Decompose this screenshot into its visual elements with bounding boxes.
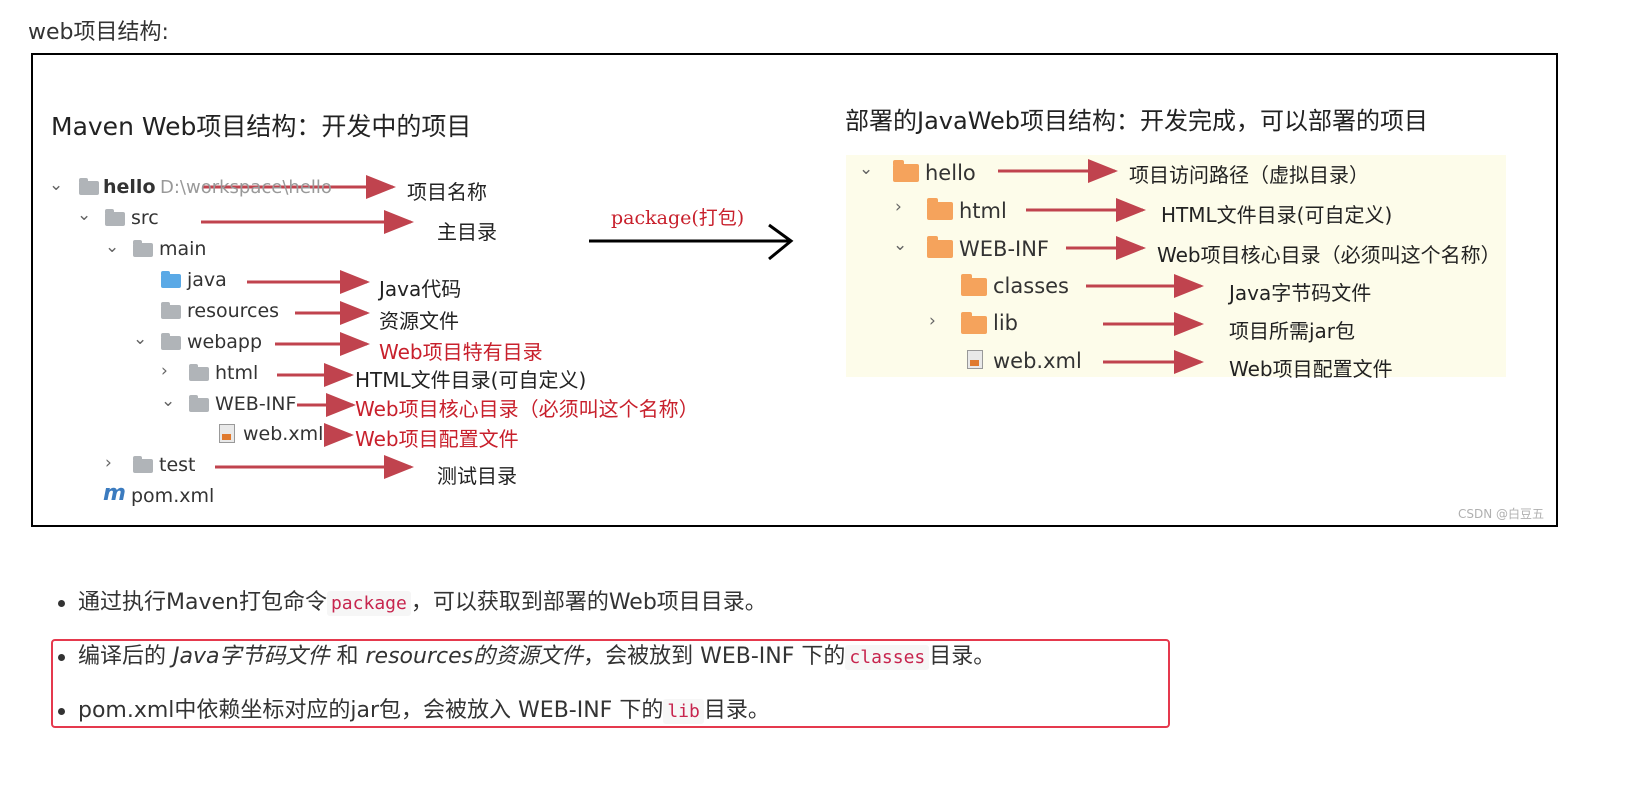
tree-webinf[interactable]: WEB-INF bbox=[215, 393, 297, 415]
package-label: package(打包) bbox=[611, 207, 745, 229]
label-java-code: Java代码 bbox=[379, 277, 462, 301]
folder-icon bbox=[189, 364, 209, 381]
folder-icon bbox=[927, 198, 953, 220]
label-webinf-core: Web项目核心目录（必须叫这个名称） bbox=[355, 397, 699, 421]
chevron-down-icon[interactable]: ⌄ bbox=[893, 235, 908, 255]
tree-html[interactable]: html bbox=[215, 362, 259, 384]
folder-icon bbox=[927, 236, 953, 258]
label-r-webinf-core: Web项目核心目录（必须叫这个名称） bbox=[1157, 243, 1501, 267]
deploy-tree-classes[interactable]: classes bbox=[993, 274, 1069, 298]
folder-icon bbox=[133, 240, 153, 257]
label-web-special: Web项目特有目录 bbox=[379, 340, 543, 364]
highlight-box bbox=[51, 639, 1170, 728]
maven-icon: m bbox=[103, 481, 126, 506]
code-package: package bbox=[326, 591, 411, 616]
bullet-classes: 编译后的 Java字节码文件 和 resources的资源文件，会被放到 WEB… bbox=[58, 634, 995, 688]
tree-main[interactable]: main bbox=[159, 238, 207, 260]
folder-icon bbox=[133, 456, 153, 473]
deploy-tree-html[interactable]: html bbox=[959, 199, 1007, 223]
tree-webxml[interactable]: web.xml bbox=[243, 423, 324, 445]
xml-file-icon bbox=[219, 424, 235, 443]
deploy-tree-lib[interactable]: lib bbox=[993, 311, 1018, 335]
right-title: 部署的JavaWeb项目结构：开发完成，可以部署的项目 bbox=[845, 107, 1429, 135]
label-project-name: 项目名称 bbox=[407, 180, 487, 204]
tree-hello[interactable]: hello bbox=[103, 176, 156, 198]
label-web-config: Web项目配置文件 bbox=[355, 427, 519, 451]
folder-icon bbox=[961, 312, 987, 334]
folder-icon bbox=[189, 395, 209, 412]
tree-test[interactable]: test bbox=[159, 454, 196, 476]
label-jars: 项目所需jar包 bbox=[1229, 319, 1356, 343]
chevron-down-icon[interactable]: ⌄ bbox=[133, 329, 148, 349]
package-arrow bbox=[589, 223, 794, 261]
folder-icon bbox=[961, 274, 987, 296]
deploy-tree-panel bbox=[846, 155, 1506, 377]
project-folder-icon bbox=[79, 178, 99, 195]
tree-hello-path: D:\workspace\hello bbox=[160, 177, 332, 198]
project-structure-figure: Maven Web项目结构：开发中的项目 部署的JavaWeb项目结构：开发完成… bbox=[31, 53, 1558, 527]
tree-resources[interactable]: resources bbox=[187, 300, 280, 322]
folder-icon bbox=[105, 209, 125, 226]
chevron-right-icon[interactable]: › bbox=[895, 197, 902, 217]
tree-webapp[interactable]: webapp bbox=[187, 331, 263, 353]
label-access-path: 项目访问路径（虚拟目录） bbox=[1129, 163, 1369, 187]
folder-icon bbox=[893, 160, 919, 182]
tree-java[interactable]: java bbox=[187, 269, 227, 291]
annotation-arrows bbox=[201, 159, 1204, 479]
label-html-dir: HTML文件目录(可自定义) bbox=[355, 368, 587, 392]
label-r-html-dir: HTML文件目录(可自定义) bbox=[1161, 203, 1393, 227]
section-heading: web项目结构: bbox=[28, 20, 169, 45]
chevron-down-icon[interactable]: ⌄ bbox=[859, 159, 874, 179]
code-lib: lib bbox=[663, 699, 704, 724]
watermark: CSDN @白豆五 bbox=[1457, 507, 1544, 521]
chevron-down-icon[interactable]: ⌄ bbox=[77, 205, 92, 225]
chevron-down-icon[interactable]: ⌄ bbox=[161, 391, 176, 411]
web-folder-icon bbox=[161, 333, 181, 350]
label-bytecode: Java字节码文件 bbox=[1229, 281, 1372, 305]
chevron-down-icon[interactable]: ⌄ bbox=[49, 175, 64, 195]
tree-pom[interactable]: pom.xml bbox=[131, 485, 215, 507]
chevron-down-icon[interactable]: ⌄ bbox=[105, 237, 120, 257]
chevron-right-icon[interactable]: › bbox=[105, 453, 112, 473]
label-test-dir: 测试目录 bbox=[437, 464, 517, 488]
xml-file-icon bbox=[967, 350, 983, 369]
deploy-tree-webinf[interactable]: WEB-INF bbox=[959, 237, 1049, 261]
code-classes: classes bbox=[845, 645, 930, 670]
source-folder-icon bbox=[161, 271, 181, 288]
chevron-right-icon[interactable]: › bbox=[929, 311, 936, 331]
label-main-dir: 主目录 bbox=[437, 220, 497, 244]
label-r-web-config: Web项目配置文件 bbox=[1229, 357, 1393, 381]
chevron-right-icon[interactable]: › bbox=[161, 361, 168, 381]
left-title: Maven Web项目结构：开发中的项目 bbox=[51, 112, 472, 141]
resources-folder-icon bbox=[161, 302, 181, 319]
label-resource-files: 资源文件 bbox=[379, 309, 459, 333]
tree-src[interactable]: src bbox=[131, 207, 159, 229]
deploy-tree-webxml[interactable]: web.xml bbox=[993, 349, 1082, 373]
deploy-tree-hello[interactable]: hello bbox=[925, 161, 976, 185]
